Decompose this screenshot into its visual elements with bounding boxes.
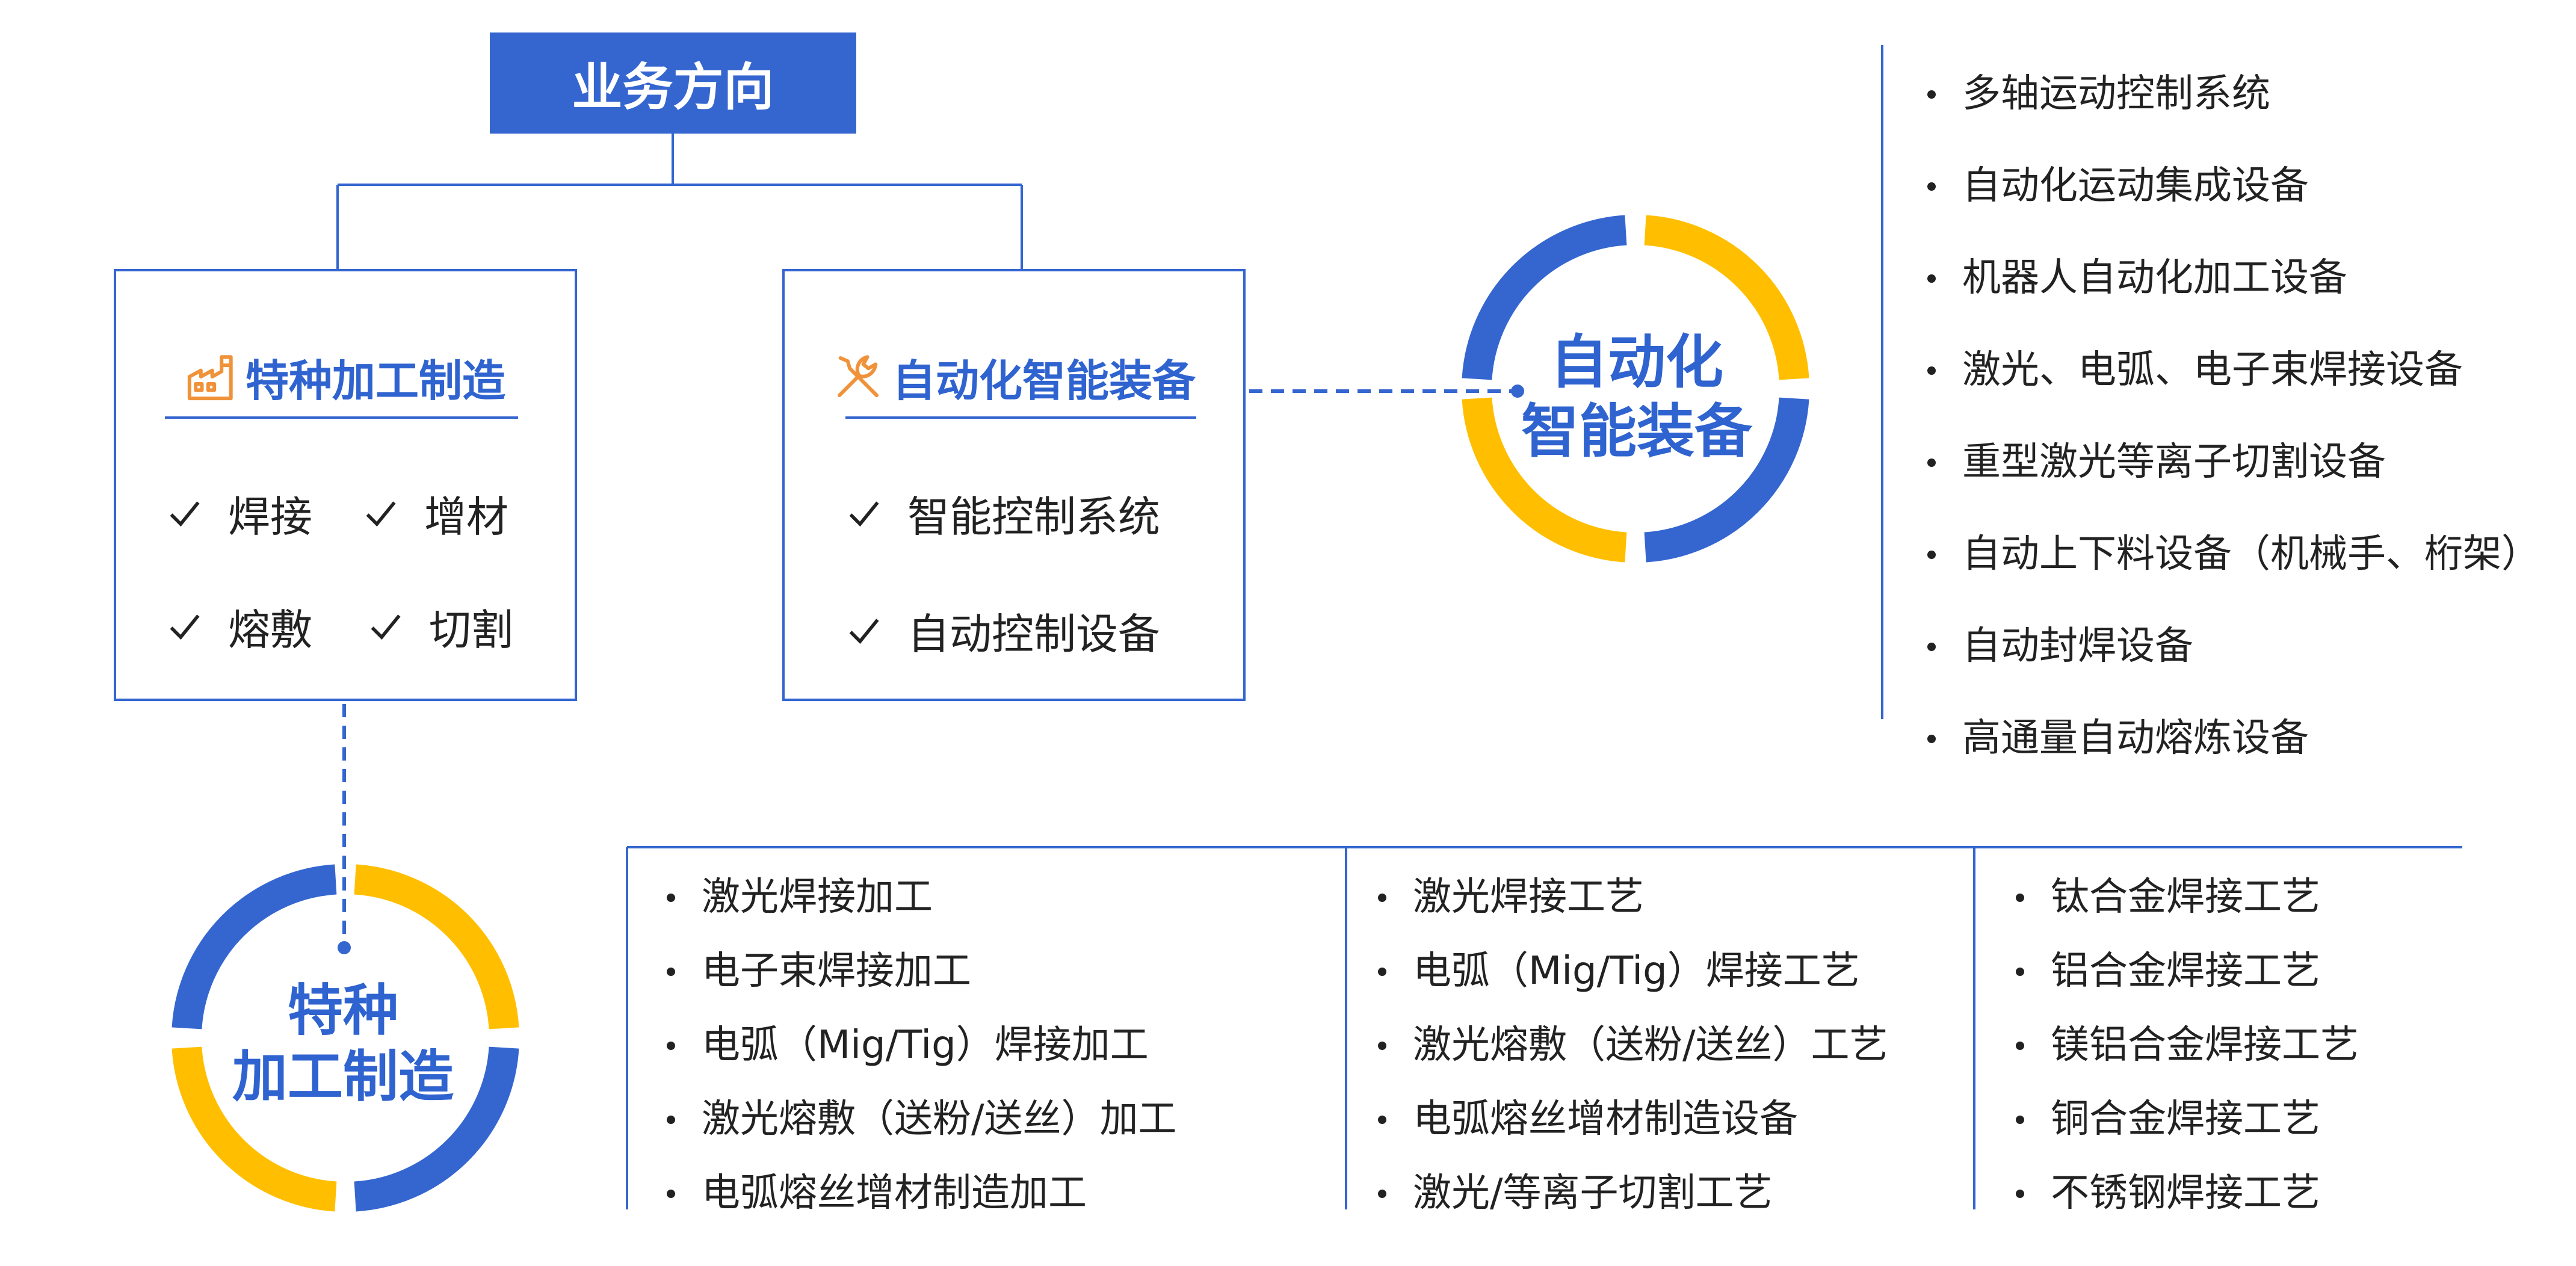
connector-dot-special <box>338 941 351 954</box>
list-item: 电弧熔丝增材制造设备 <box>1373 1082 1888 1156</box>
factory-icon <box>187 355 233 401</box>
check-item-auto-control: 自动控制设备 <box>847 604 1160 659</box>
list-item: 多轴运动控制系统 <box>1923 48 2540 140</box>
automation-equipment-title: 自动化智能装备 <box>892 355 1196 406</box>
ring-special-label: 特种 加工制造 <box>232 978 454 1109</box>
automation-equipment-header: 自动化智能装备 <box>785 344 1243 410</box>
list-item: 电弧（Mig/Tig）焊接加工 <box>662 1008 1177 1082</box>
list-item: 自动化运动集成设备 <box>1923 140 2540 232</box>
check-icon <box>170 501 200 527</box>
check-icon <box>170 614 200 640</box>
special-processing-header: 特种加工制造 <box>116 344 575 410</box>
list-item: 电子束焊接加工 <box>662 934 1177 1008</box>
list-item: 激光熔敷（送粉/送丝）工艺 <box>1373 1008 1888 1082</box>
list-item: 电弧（Mig/Tig）焊接工艺 <box>1373 934 1888 1008</box>
list-item: 激光熔敷（送粉/送丝）加工 <box>662 1082 1177 1156</box>
wrench-screwdriver-icon <box>838 355 879 397</box>
list-item: 铜合金焊接工艺 <box>2011 1082 2359 1156</box>
list-item: 电弧熔丝增材制造加工 <box>662 1156 1177 1230</box>
special-processing-rule <box>165 416 518 419</box>
list-item: 镁铝合金焊接工艺 <box>2011 1008 2359 1082</box>
process-column-3: 钛合金焊接工艺铝合金焊接工艺镁铝合金焊接工艺铜合金焊接工艺不锈钢焊接工艺 <box>2011 860 2359 1230</box>
process-column-1: 激光焊接加工电子束焊接加工电弧（Mig/Tig）焊接加工激光熔敷（送粉/送丝）加… <box>662 860 1177 1230</box>
list-item: 不锈钢焊接工艺 <box>2011 1156 2359 1230</box>
tree-connector-lines <box>336 134 1023 270</box>
special-processing-box: 特种加工制造 焊接 增材 熔敷 切割 <box>114 269 577 701</box>
automation-equipment-rule <box>845 416 1196 419</box>
title-box: 业务方向 <box>490 32 856 134</box>
process-column-2: 激光焊接工艺电弧（Mig/Tig）焊接工艺激光熔敷（送粉/送丝）工艺电弧熔丝增材… <box>1373 860 1888 1230</box>
list-item: 激光焊接加工 <box>662 860 1177 934</box>
list-item: 激光焊接工艺 <box>1373 860 1888 934</box>
special-processing-title: 特种加工制造 <box>245 355 505 406</box>
automation-equipment-box: 自动化智能装备 智能控制系统 自动控制设备 <box>782 269 1246 701</box>
check-item-cutting: 切割 <box>369 599 513 655</box>
check-icon <box>366 501 396 527</box>
check-item-smart-control: 智能控制系统 <box>847 486 1160 542</box>
ring-auto-label: 自动化 智能装备 <box>1521 328 1752 465</box>
check-icon <box>849 501 879 527</box>
list-item: 自动上下料设备（机械手、桁架） <box>1923 508 2540 601</box>
check-item-cladding: 熔敷 <box>168 599 312 655</box>
automation-equipment-list: 多轴运动控制系统自动化运动集成设备机器人自动化加工设备激光、电弧、电子束焊接设备… <box>1923 48 2540 785</box>
check-item-welding: 焊接 <box>168 486 312 542</box>
list-item: 铝合金焊接工艺 <box>2011 934 2359 1008</box>
check-icon <box>849 619 879 644</box>
list-item: 机器人自动化加工设备 <box>1923 232 2540 324</box>
list-item: 高通量自动熔炼设备 <box>1923 693 2540 785</box>
list-item: 激光、电弧、电子束焊接设备 <box>1923 324 2540 416</box>
list-item: 激光/等离子切割工艺 <box>1373 1156 1888 1230</box>
list-item: 自动封焊设备 <box>1923 601 2540 693</box>
check-icon <box>371 614 401 640</box>
list-item: 钛合金焊接工艺 <box>2011 860 2359 934</box>
list-item: 重型激光等离子切割设备 <box>1923 416 2540 508</box>
check-item-additive: 增材 <box>364 486 508 542</box>
